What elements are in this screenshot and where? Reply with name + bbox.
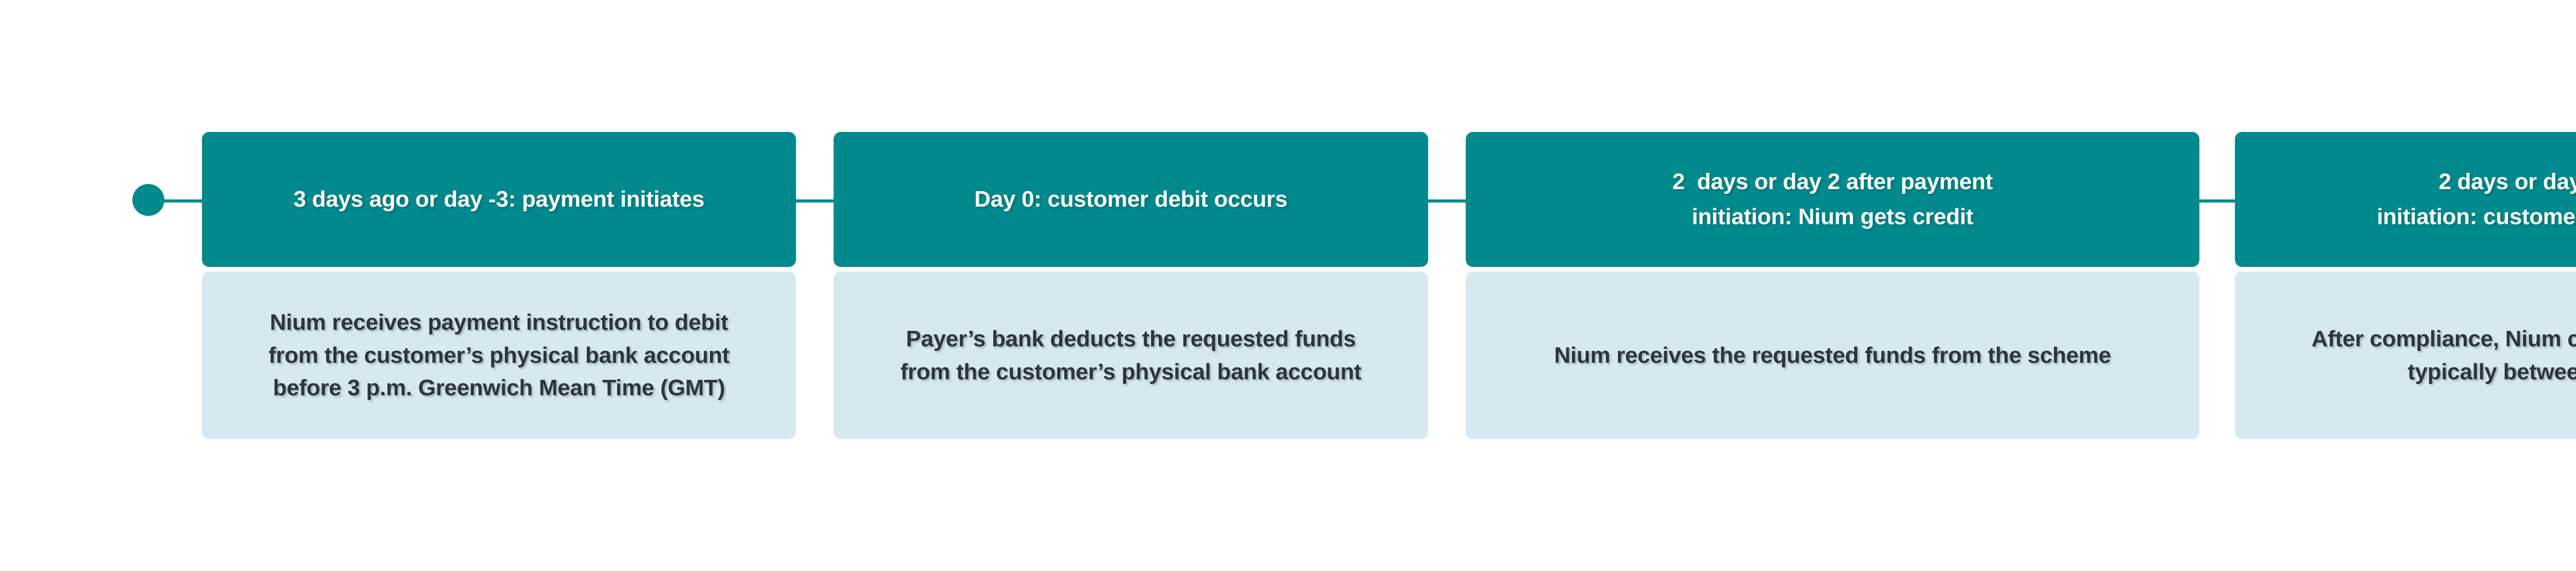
- stage-1-description: Nium receives payment instruction to deb…: [268, 309, 730, 401]
- stage-1-header: 3 days ago or day -3: payment initiates: [202, 132, 796, 267]
- stage-3: 2 days or day 2 after payment initiation…: [1466, 0, 2199, 571]
- stage-2-header: Day 0: customer debit occurs: [834, 132, 1428, 267]
- stage-2-description: Payer’s bank deducts the requested funds…: [900, 326, 1362, 384]
- stage-1: 3 days ago or day -3: payment initiates …: [202, 0, 796, 571]
- stage-3-header: 2 days or day 2 after payment initiation…: [1466, 132, 2199, 267]
- stage-4-title: 2 days or day 2 after payment initiation…: [2377, 169, 2576, 229]
- stage-1-title: 3 days ago or day -3: payment initiates: [293, 186, 705, 212]
- stage-4: 2 days or day 2 after payment initiation…: [2235, 0, 2576, 571]
- stage-4-header: 2 days or day 2 after payment initiation…: [2235, 132, 2576, 267]
- timeline-start-dot: [132, 184, 164, 216]
- stage-4-description: After compliance, Nium credits the custo…: [2311, 326, 2576, 384]
- stage-4-body: After compliance, Nium credits the custo…: [2235, 272, 2576, 439]
- stage-1-body: Nium receives payment instruction to deb…: [202, 272, 796, 439]
- stage-3-body: Nium receives the requested funds from t…: [1466, 272, 2199, 439]
- stage-3-title: 2 days or day 2 after payment initiation…: [1672, 169, 1993, 229]
- stage-2-title: Day 0: customer debit occurs: [974, 186, 1287, 212]
- stage-2: Day 0: customer debit occurs Payer’s ban…: [834, 0, 1428, 571]
- stage-2-body: Payer’s bank deducts the requested funds…: [834, 272, 1428, 439]
- stage-3-description: Nium receives the requested funds from t…: [1554, 342, 2111, 368]
